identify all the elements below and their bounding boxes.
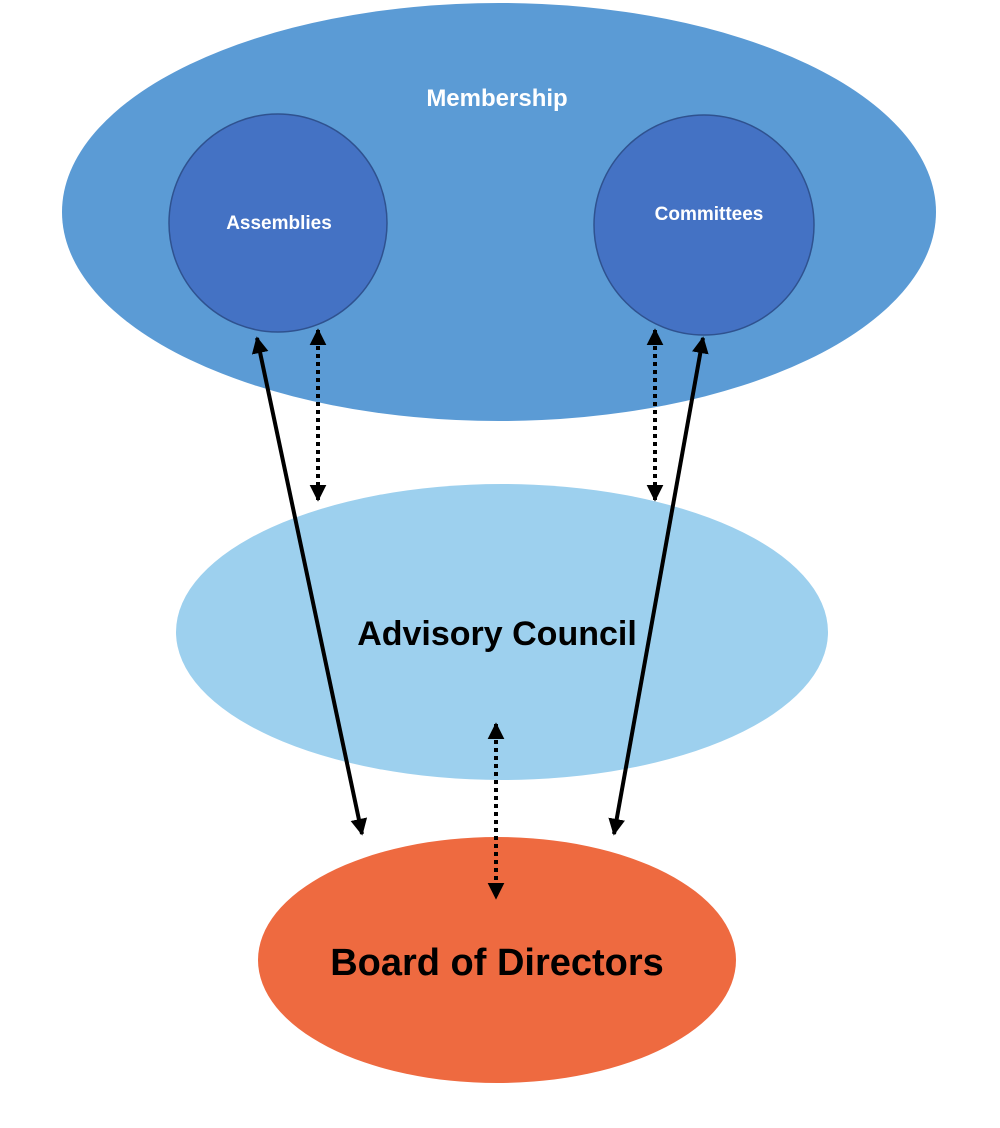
assemblies-label: Assemblies [226, 213, 332, 234]
assemblies-circle[interactable] [168, 113, 388, 333]
board-of-directors-label: Board of Directors [330, 942, 664, 984]
committees-circle[interactable] [593, 114, 815, 336]
advisory-council-label: Advisory Council [357, 615, 637, 653]
connector-assemblies-board [251, 336, 368, 836]
committees-label: Committees [655, 204, 764, 225]
membership-label: Membership [426, 85, 567, 112]
connector-committees-board [608, 336, 709, 836]
board-of-directors-ellipse[interactable] [258, 837, 736, 1083]
